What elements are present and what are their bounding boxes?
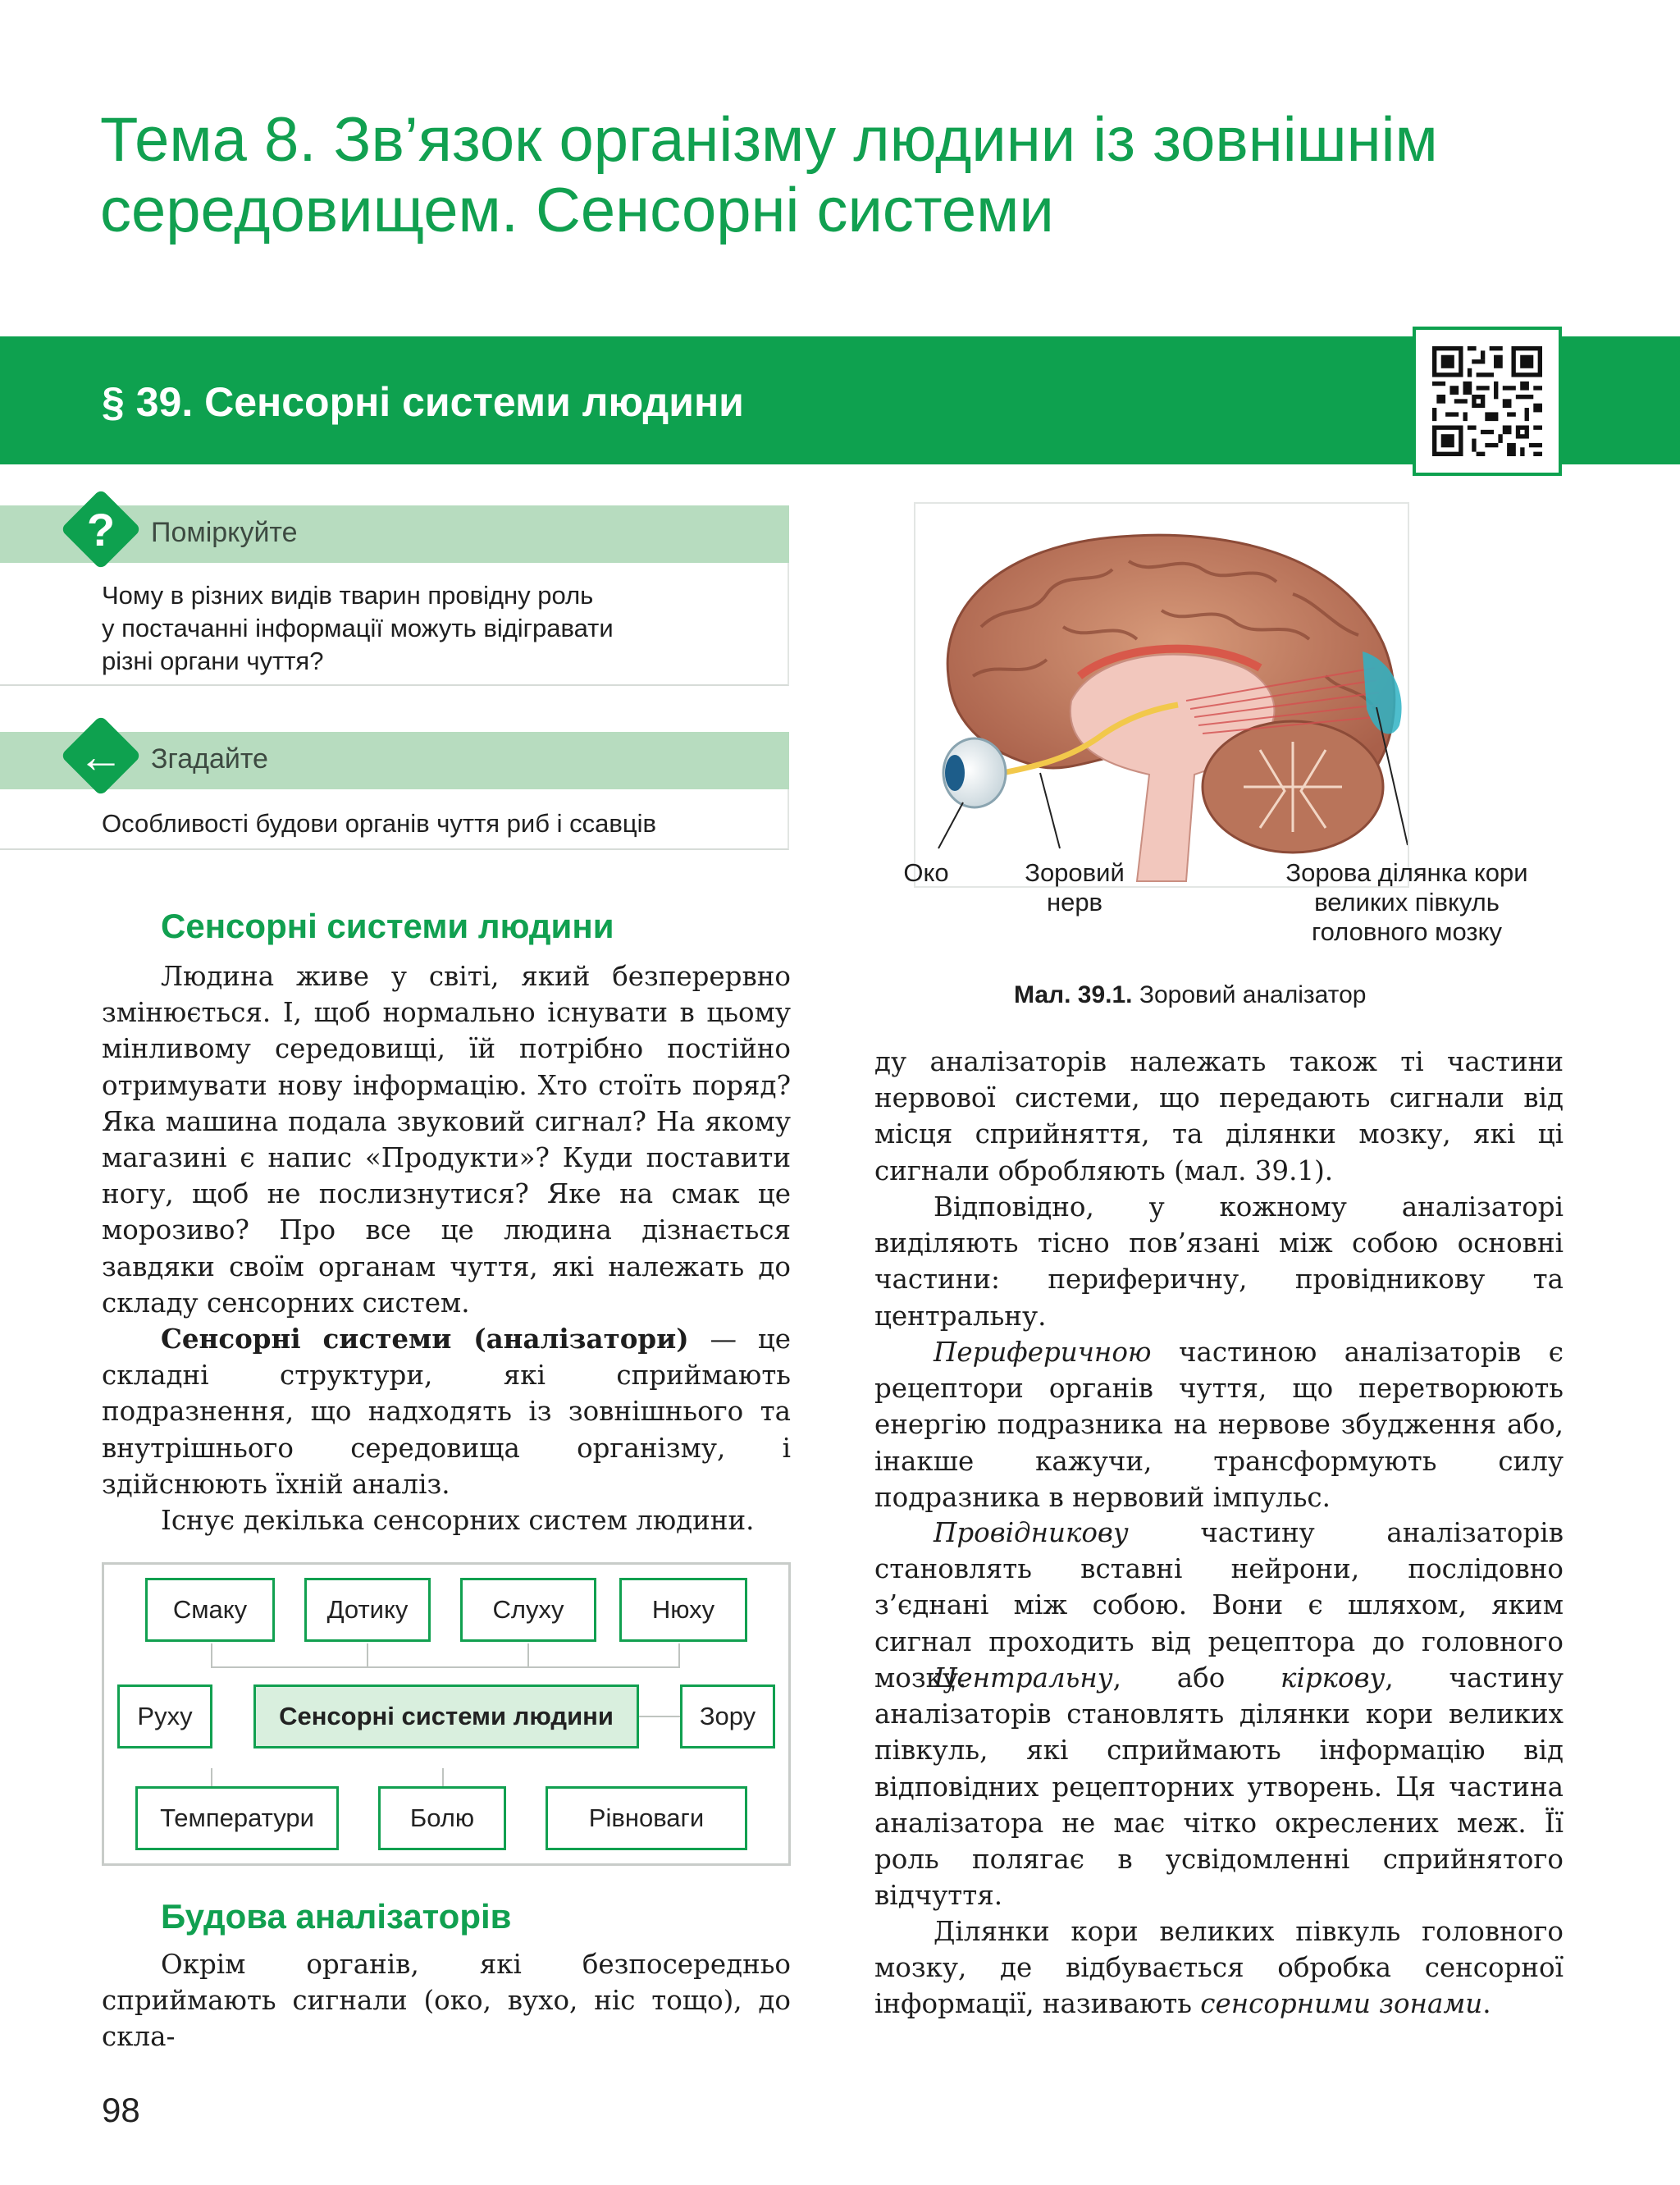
node-touch: Дотику xyxy=(304,1578,431,1642)
connector-line xyxy=(527,1643,529,1668)
term-sensory-zones: сенсорними зонами xyxy=(1200,1988,1483,2020)
paragraph-intro-text: Людина живе у світі, який безперервно зм… xyxy=(102,961,791,1319)
paragraph-sensory-zones-text: Ділянки кори великих півкуль головного м… xyxy=(874,1916,1564,2020)
connector-line xyxy=(211,1643,212,1668)
figure-label-visual-cortex-line-1: Зорова ділянка кори xyxy=(1285,858,1528,887)
paragraph-peripheral: Периферичною частиною аналізаторів є рец… xyxy=(874,1334,1564,1515)
term-peripheral: Периферичною xyxy=(934,1337,1152,1368)
recall-box: ← Згадайте Особливості будови органів чу… xyxy=(0,715,789,850)
section-title: § 39. Сенсорні системи людини xyxy=(102,379,744,425)
arrow-left-icon: ← xyxy=(78,729,124,782)
think-box: ? Поміркуйте Чому в різних видів тварин … xyxy=(0,488,789,686)
question-mark-icon: ? xyxy=(86,503,116,555)
node-movement: Руху xyxy=(117,1684,212,1748)
node-hearing: Слуху xyxy=(460,1578,596,1642)
paragraph-definition: Сенсорні системи (аналізатори) — це скла… xyxy=(102,1321,791,1502)
sensory-systems-diagram: Смаку Дотику Слуху Нюху Руху Сенсорні си… xyxy=(102,1562,791,1866)
term-sensory-systems: Сенсорні системи (аналізатори) xyxy=(161,1323,689,1355)
term-conductive: Провідникову xyxy=(934,1517,1129,1548)
recall-header: ← Згадайте xyxy=(0,715,789,797)
think-question: Чому в різних видів тварин провідну роль… xyxy=(102,579,614,678)
paragraph-central-mid: , або xyxy=(1112,1662,1281,1694)
topic-title-line-2: середовищем. Сенсорні системи xyxy=(100,176,1054,245)
brain-illustration xyxy=(938,533,1408,882)
node-center: Сенсорні системи людини xyxy=(253,1684,639,1748)
figure-label-visual-cortex-line-3: головного мозку xyxy=(1311,917,1502,946)
paragraph-peripheral-text: частиною аналізаторів є рецептори органі… xyxy=(874,1337,1564,1513)
think-line-2: у постачанні інформації можуть відіграва… xyxy=(102,614,614,642)
paragraph-central-text: , частину аналізаторів становлять ділянк… xyxy=(874,1662,1564,1912)
figure-visual-analyzer xyxy=(914,502,1409,888)
think-label: Поміркуйте xyxy=(151,517,298,548)
term-cortical: кіркову xyxy=(1281,1662,1386,1694)
paragraph-three-parts: Відповідно, у кожному аналізаторі виділя… xyxy=(874,1189,1564,1334)
connector-line xyxy=(211,1666,680,1668)
connector-line xyxy=(211,1768,212,1794)
paragraph-three-parts-text: Відповідно, у кожному аналізаторі виділя… xyxy=(874,1191,1564,1332)
paragraph-sensory-zones-end: . xyxy=(1482,1988,1491,2020)
connector-line xyxy=(442,1768,444,1794)
think-line-3: різні органи чуття? xyxy=(102,647,324,675)
figure-caption: Мал. 39.1. Зоровий аналізатор xyxy=(1014,981,1366,1009)
paragraph-several-text: Існує декілька сенсорних систем людини. xyxy=(161,1505,755,1536)
figure-caption-text: Зоровий аналізатор xyxy=(1132,981,1367,1008)
node-vision: Зору xyxy=(680,1684,775,1748)
node-smell: Нюху xyxy=(619,1578,747,1642)
connector-line xyxy=(678,1643,680,1668)
paragraph-analyzer-parts-text: ду аналізаторів належать також ті частин… xyxy=(874,1046,1564,1186)
paragraph-central: Центральну, або кіркову, частину аналіза… xyxy=(874,1660,1564,1913)
paragraph-several: Існує декілька сенсорних систем людини. xyxy=(102,1502,791,1538)
node-taste: Смаку xyxy=(145,1578,275,1642)
node-balance: Рівноваги xyxy=(546,1786,747,1850)
node-temperature: Температури xyxy=(135,1786,339,1850)
think-line-1: Чому в різних видів тварин провідну роль xyxy=(102,581,594,610)
node-pain: Болю xyxy=(378,1786,506,1850)
section-band xyxy=(0,336,1680,464)
recall-text: Особливості будови органів чуття риб і с… xyxy=(102,809,656,838)
paragraph-conductive-text: частину аналізаторів становлять вставні … xyxy=(874,1517,1564,1694)
figure-label-eye: Око xyxy=(903,858,949,887)
qr-code-icon xyxy=(1432,346,1542,456)
think-header: ? Поміркуйте xyxy=(0,488,789,570)
figure-label-visual-cortex-line-2: великих півкуль xyxy=(1314,888,1500,917)
paragraph-intro: Людина живе у світі, який безперервно зм… xyxy=(102,958,791,1321)
paragraph-structure-start: Окрім органів, які безпосередньо сприйма… xyxy=(102,1946,791,2055)
subheading-sensory-systems: Сенсорні системи людини xyxy=(161,907,614,945)
topic-title: Тема 8. Зв’язок організму людини із зовн… xyxy=(100,105,1593,246)
qr-code[interactable] xyxy=(1413,327,1562,476)
recall-label: Згадайте xyxy=(151,743,268,775)
connector-line xyxy=(637,1716,690,1717)
paragraph-conductive: Провідникову частину аналізаторів станов… xyxy=(874,1515,1564,1696)
figure-caption-number: Мал. 39.1. xyxy=(1014,981,1133,1008)
page-number: 98 xyxy=(102,2091,140,2129)
figure-label-visual-cortex: Зорова ділянка кори великих півкуль голо… xyxy=(1271,858,1542,947)
term-central: Центральну xyxy=(934,1662,1113,1694)
paragraph-sensory-zones: Ділянки кори великих півкуль головного м… xyxy=(874,1913,1564,2023)
paragraph-analyzer-parts: ду аналізаторів належать також ті частин… xyxy=(874,1044,1564,1189)
paragraph-structure-start-text: Окрім органів, які безпосередньо сприйма… xyxy=(102,1949,791,2053)
connector-line xyxy=(211,1768,212,1770)
connector-line xyxy=(367,1643,368,1668)
figure-label-optic-nerve: Зоровий нерв xyxy=(1025,858,1125,917)
paragraph-definition-text: — це складні структури, які сприймають п… xyxy=(102,1323,791,1500)
topic-title-line-1: Тема 8. Зв’язок організму людини із зовн… xyxy=(100,105,1438,175)
subheading-analyzer-structure: Будова аналізаторів xyxy=(161,1897,512,1936)
